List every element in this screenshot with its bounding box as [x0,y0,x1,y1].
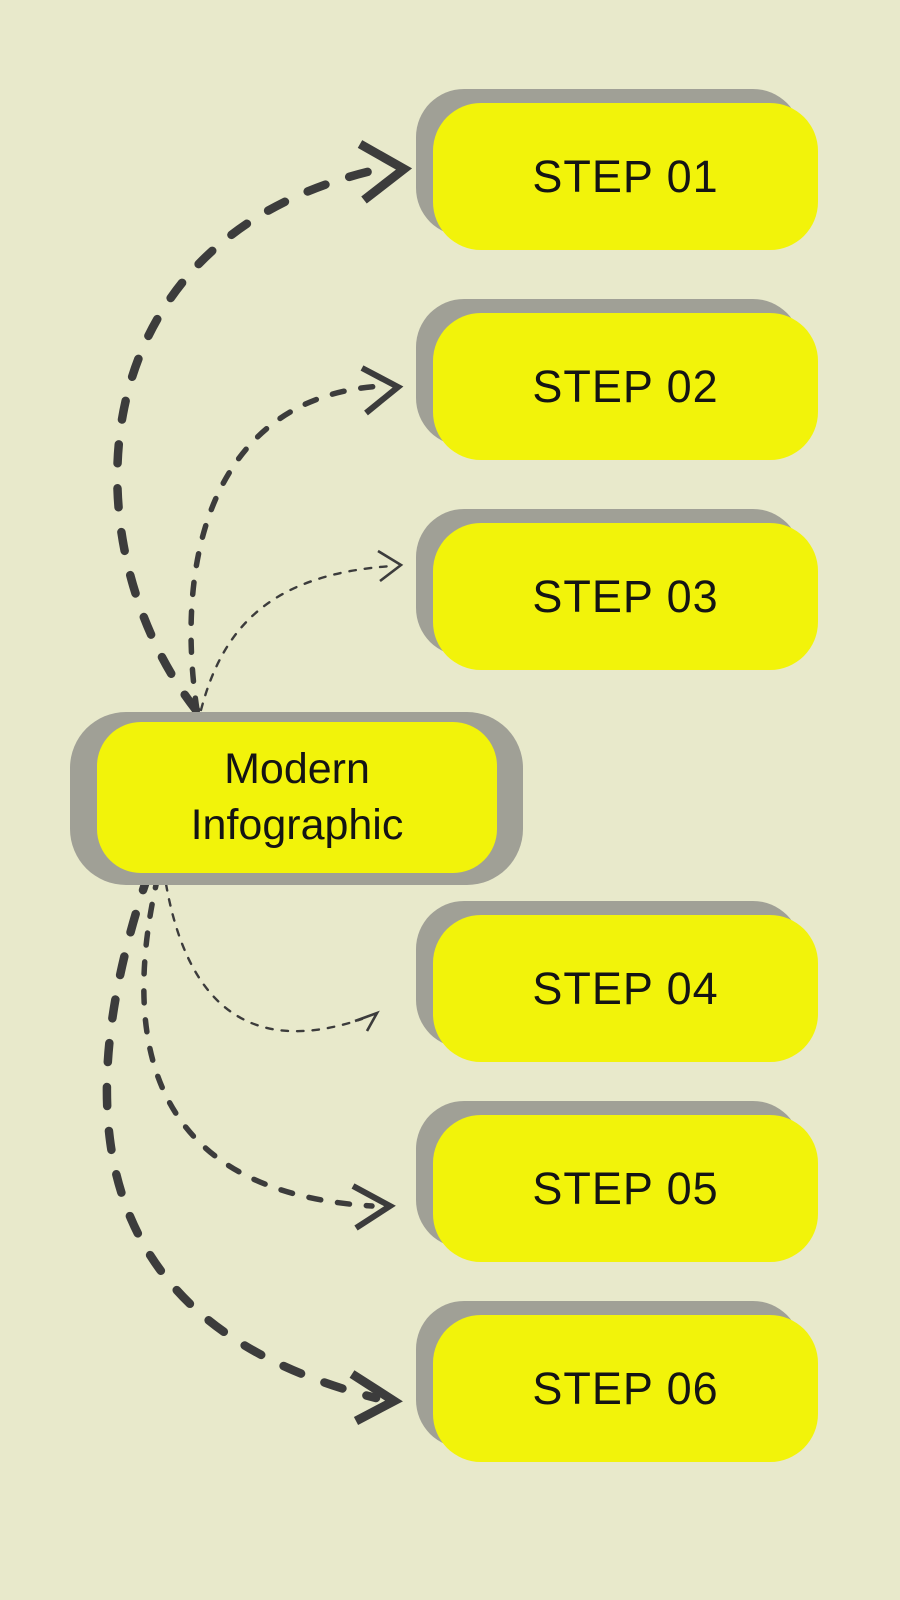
hub-title-line1: Modern [224,745,370,794]
step-04-box: STEP 04 [416,901,818,1062]
hub-title: Modern Infographic [191,742,404,852]
step-01-label: STEP 01 [532,150,719,202]
arrow-to-step-01-icon [113,140,413,715]
arrow-to-step-04-icon [164,882,380,1033]
step-05-face: STEP 05 [433,1115,818,1262]
step-01-box: STEP 01 [416,89,818,250]
hub-box: Modern Infographic [70,712,523,885]
step-02-box: STEP 02 [416,299,818,460]
arrow-to-step-05-icon [141,873,396,1231]
arrow-to-step-02-icon [188,365,404,713]
step-05-label: STEP 05 [532,1162,719,1214]
step-02-label: STEP 02 [532,360,719,412]
step-05-box: STEP 05 [416,1101,818,1262]
arrow-to-step-03-icon [199,549,404,712]
step-01-face: STEP 01 [433,103,818,250]
step-06-box: STEP 06 [416,1301,818,1462]
step-02-face: STEP 02 [433,313,818,460]
step-03-label: STEP 03 [532,570,719,622]
hub-face: Modern Infographic [97,722,497,873]
hub-title-line2: Infographic [190,800,404,849]
step-03-box: STEP 03 [416,509,818,670]
step-03-face: STEP 03 [433,523,818,670]
step-04-label: STEP 04 [532,962,719,1014]
arrow-to-step-06-icon [102,867,403,1425]
step-06-face: STEP 06 [433,1315,818,1462]
step-04-face: STEP 04 [433,915,818,1062]
step-06-label: STEP 06 [532,1362,719,1414]
